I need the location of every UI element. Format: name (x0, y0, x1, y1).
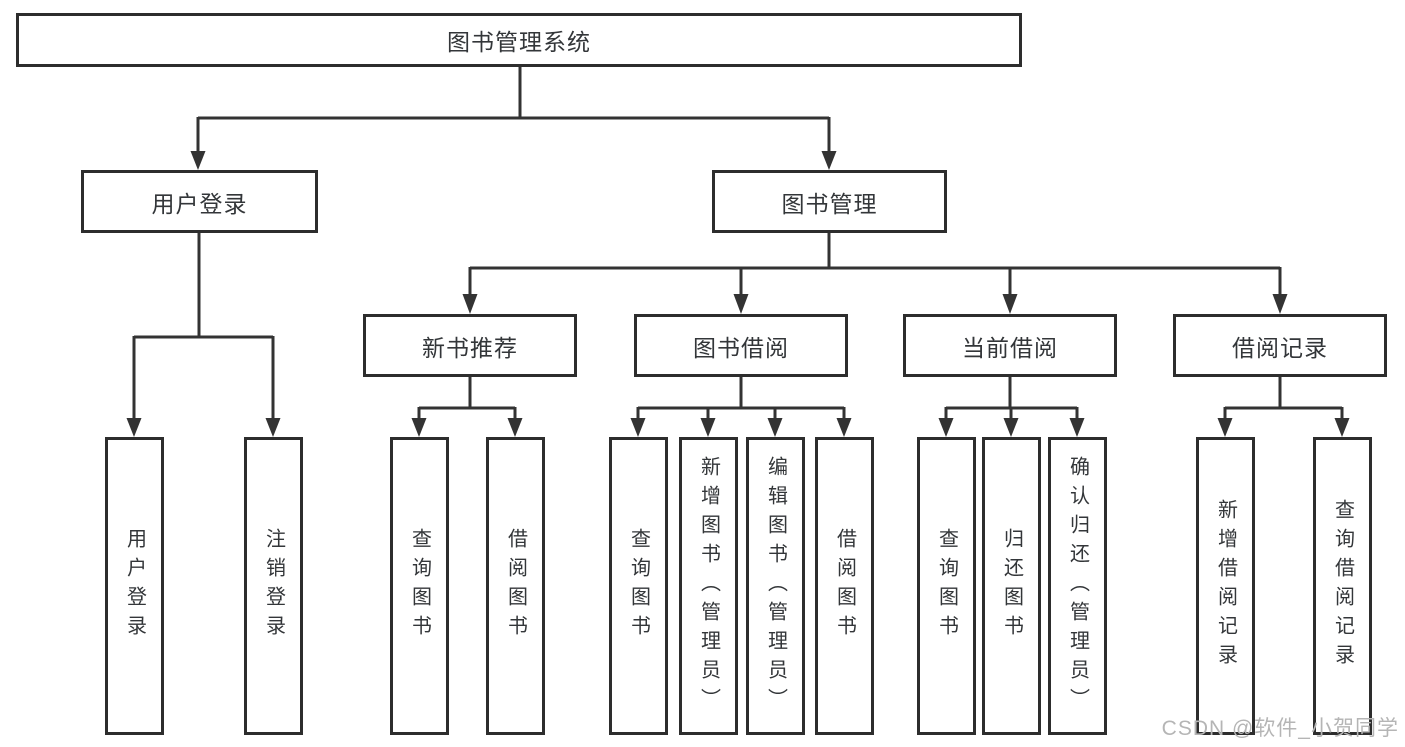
leaf-query-books-3: 查询图书 (917, 437, 976, 735)
leaf-query-borrow-record-label: 查询借阅记录 (1331, 499, 1354, 673)
leaf-query-books-1: 查询图书 (390, 437, 449, 735)
leaf-borrow-books-2-label: 借阅图书 (833, 528, 856, 644)
node-book-borrow: 图书借阅 (634, 314, 848, 377)
node-user-login: 用户登录 (81, 170, 318, 233)
leaf-borrow-books-1: 借阅图书 (486, 437, 545, 735)
connector-book-mgmt-to-level3 (462, 233, 1288, 314)
leaf-edit-book-admin: 编辑图书（管理员） (746, 437, 805, 735)
node-root-label: 图书管理系统 (447, 29, 591, 55)
node-borrow-record-label: 借阅记录 (1232, 334, 1328, 361)
connector-borrow-record-to-leaves (1217, 377, 1350, 437)
node-borrow-record: 借阅记录 (1173, 314, 1387, 377)
connector-root-to-level2 (190, 67, 837, 170)
node-current-borrow: 当前借阅 (903, 314, 1117, 377)
leaf-logout-label: 注销登录 (262, 528, 285, 644)
leaf-user-login-label: 用户登录 (123, 528, 146, 644)
node-current-borrow-label: 当前借阅 (962, 334, 1058, 361)
leaf-confirm-return-admin-label: 确认归还（管理员） (1066, 455, 1089, 717)
leaf-borrow-books-2: 借阅图书 (815, 437, 874, 735)
leaf-add-borrow-record: 新增借阅记录 (1196, 437, 1255, 735)
connector-current-borrow-to-leaves (938, 377, 1085, 437)
node-book-borrow-label: 图书借阅 (693, 334, 789, 361)
leaf-query-books-1-label: 查询图书 (408, 528, 431, 644)
csdn-watermark: CSDN @软件_小贺同学 (1161, 717, 1399, 740)
node-new-book-rec: 新书推荐 (363, 314, 577, 377)
connector-new-book-to-leaves (411, 377, 523, 437)
node-user-login-label: 用户登录 (151, 190, 248, 217)
leaf-query-books-2: 查询图书 (609, 437, 668, 735)
node-book-mgmt-label: 图书管理 (781, 190, 878, 217)
leaf-user-login: 用户登录 (105, 437, 164, 735)
leaf-add-book-admin-label: 新增图书（管理员） (697, 455, 720, 717)
node-book-mgmt: 图书管理 (712, 170, 947, 233)
leaf-logout: 注销登录 (244, 437, 303, 735)
leaf-return-books-label: 归还图书 (1000, 528, 1023, 644)
leaf-add-book-admin: 新增图书（管理员） (679, 437, 738, 735)
node-new-book-rec-label: 新书推荐 (422, 334, 518, 361)
leaf-edit-book-admin-label: 编辑图书（管理员） (764, 455, 787, 717)
leaf-confirm-return-admin: 确认归还（管理员） (1048, 437, 1107, 735)
connector-book-borrow-to-leaves (630, 377, 852, 437)
leaf-query-books-3-label: 查询图书 (935, 528, 958, 644)
leaf-query-borrow-record: 查询借阅记录 (1313, 437, 1372, 735)
node-root: 图书管理系统 (16, 13, 1022, 67)
leaf-borrow-books-1-label: 借阅图书 (504, 528, 527, 644)
leaf-add-borrow-record-label: 新增借阅记录 (1214, 499, 1237, 673)
leaf-return-books: 归还图书 (982, 437, 1041, 735)
leaf-query-books-2-label: 查询图书 (627, 528, 650, 644)
connector-user-login-to-leaves (126, 233, 281, 437)
